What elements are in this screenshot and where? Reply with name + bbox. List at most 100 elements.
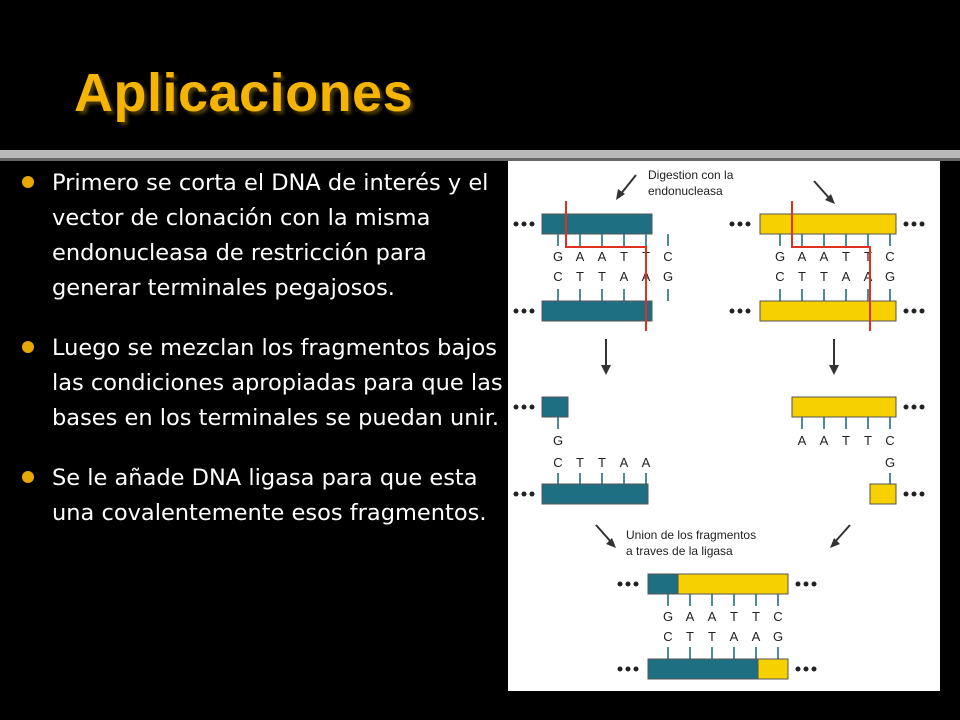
base-letter: A: [642, 455, 651, 470]
strand-end-dots: [803, 581, 809, 587]
strand-end-dots: [521, 308, 527, 314]
teal-bottom-strand: [541, 300, 653, 322]
bullet-text: Primero se corta el DNA de interés y el …: [52, 170, 489, 301]
base-letter: A: [820, 433, 829, 448]
enzyme-arrow-left-icon: [616, 174, 637, 200]
base-letter: C: [553, 455, 562, 470]
enzyme-arrow-right-icon: [813, 180, 835, 204]
down-arrow-left-icon: [601, 339, 611, 375]
base-letter: C: [663, 249, 672, 264]
base-letter: A: [798, 249, 807, 264]
strand-end-dots: [617, 581, 623, 587]
base-letter: T: [686, 629, 694, 644]
base-letter: G: [775, 249, 785, 264]
strand-end-dots: [903, 308, 909, 314]
base-letter: T: [576, 455, 584, 470]
strand-end-dots: [529, 491, 535, 497]
strand-end-dots: [811, 666, 817, 672]
strand-end-dots: [625, 666, 631, 672]
strand-end-dots: [521, 404, 527, 410]
bullet-dot-icon: [22, 471, 34, 483]
yellow-fragment-top: [791, 396, 897, 418]
bullet-text: Se le añade DNA ligasa para que esta una…: [52, 465, 487, 526]
base-letter: A: [686, 609, 695, 624]
strand-end-dots: [529, 308, 535, 314]
strand-end-dots: [521, 491, 527, 497]
base-letter: T: [864, 433, 872, 448]
yellow-top-strand: [759, 213, 897, 235]
ligated-bottom-yellow: [757, 658, 789, 680]
strand-end-dots: [737, 308, 743, 314]
base-letter: A: [820, 249, 829, 264]
strand-end-dots: [513, 491, 519, 497]
yellow-bottom-strand: [759, 300, 897, 322]
base-letter: T: [708, 629, 716, 644]
bullet-dot-icon: [22, 341, 34, 353]
teal-fragment-top: [541, 396, 569, 418]
strand-end-dots: [919, 221, 925, 227]
base-letter: A: [798, 433, 807, 448]
strand-end-dots: [529, 404, 535, 410]
dna-diagram-svg: Digestion con la endonucleasa Union de l…: [513, 168, 925, 680]
strand-end-dots: [919, 491, 925, 497]
cut-line: [791, 201, 871, 331]
bullet-list: Primero se corta el DNA de interés y el …: [22, 166, 514, 556]
base-letter: C: [553, 269, 562, 284]
dna-cloning-diagram: Digestion con la endonucleasa Union de l…: [508, 161, 940, 691]
strand-end-dots: [903, 404, 909, 410]
teal-fragment-bottom: [541, 483, 649, 505]
ligase-arrow-left-icon: [595, 524, 616, 548]
strand-end-dots: [729, 308, 735, 314]
label-union-1: Union de los fragmentos: [626, 528, 756, 542]
bullet-item: Primero se corta el DNA de interés y el …: [22, 166, 514, 306]
strand-end-dots: [795, 581, 801, 587]
bullet-item: Luego se mezclan los fragmentos bajos la…: [22, 331, 514, 436]
base-letter: T: [598, 455, 606, 470]
strand-end-dots: [745, 221, 751, 227]
strand-end-dots: [911, 308, 917, 314]
strand-end-dots: [513, 308, 519, 314]
strand-end-dots: [633, 666, 639, 672]
base-letter: A: [576, 249, 585, 264]
down-arrow-right-icon: [829, 339, 839, 375]
bullet-dot-icon: [22, 176, 34, 188]
ligated-bottom-teal: [647, 658, 759, 680]
base-letter: A: [598, 249, 607, 264]
strand-end-dots: [513, 221, 519, 227]
ligase-arrow-right-icon: [830, 524, 851, 548]
strand-end-dots: [513, 404, 519, 410]
base-letter: A: [620, 269, 629, 284]
strand-end-dots: [911, 491, 917, 497]
strand-end-dots: [919, 308, 925, 314]
base-letter: T: [798, 269, 806, 284]
teal-top-strand: [541, 213, 653, 235]
base-letter: T: [576, 269, 584, 284]
base-letter: G: [885, 269, 895, 284]
strand-end-dots: [529, 221, 535, 227]
strand-end-dots: [795, 666, 801, 672]
strand-end-dots: [633, 581, 639, 587]
base-letter: C: [775, 269, 784, 284]
base-letter: G: [773, 629, 783, 644]
base-letter: T: [842, 433, 850, 448]
base-letter: T: [752, 609, 760, 624]
base-letter: G: [553, 433, 563, 448]
label-union-2: a traves de la ligasa: [626, 544, 733, 558]
title-divider-shadow: [0, 158, 960, 161]
base-letter: A: [864, 269, 873, 284]
base-letter: T: [598, 269, 606, 284]
base-letter: T: [864, 249, 872, 264]
base-letter: G: [553, 249, 563, 264]
base-letter: T: [730, 609, 738, 624]
cut-line: [565, 201, 647, 331]
base-letter: T: [820, 269, 828, 284]
base-letter: C: [663, 629, 672, 644]
strand-end-dots: [729, 221, 735, 227]
ligated-top-teal: [647, 573, 679, 595]
base-letter: G: [885, 455, 895, 470]
strand-end-dots: [903, 491, 909, 497]
base-letter: C: [885, 249, 894, 264]
base-letter: A: [842, 269, 851, 284]
strand-end-dots: [803, 666, 809, 672]
